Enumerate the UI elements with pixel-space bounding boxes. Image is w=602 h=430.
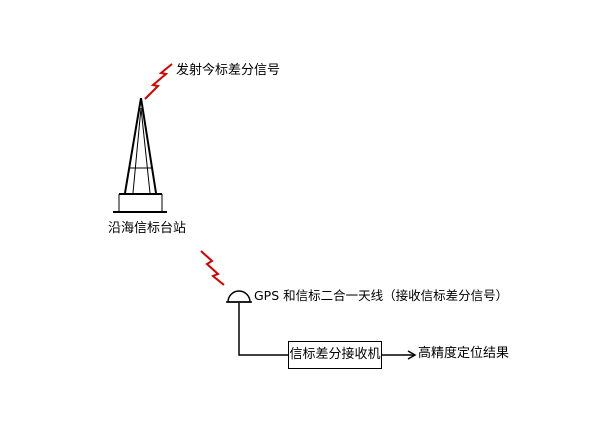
coastal-station-label: 沿海信标台站 bbox=[108, 221, 187, 236]
receive-signal-icon bbox=[200, 250, 225, 286]
beacon-tower-icon bbox=[113, 97, 167, 213]
receiver-label: 信标差分接收机 bbox=[289, 347, 381, 362]
output-arrow-icon bbox=[381, 350, 417, 360]
antenna-icon bbox=[226, 290, 252, 303]
cable-line bbox=[238, 303, 288, 356]
antenna-label: GPS 和信标二合一天线（接收信标差分信号） bbox=[254, 288, 509, 303]
result-label: 高精度定位结果 bbox=[418, 346, 510, 361]
receiver-box: 信标差分接收机 bbox=[288, 341, 382, 369]
transmit-signal-icon bbox=[144, 63, 173, 100]
transmit-signal-label: 发射今标差分信号 bbox=[176, 63, 281, 78]
